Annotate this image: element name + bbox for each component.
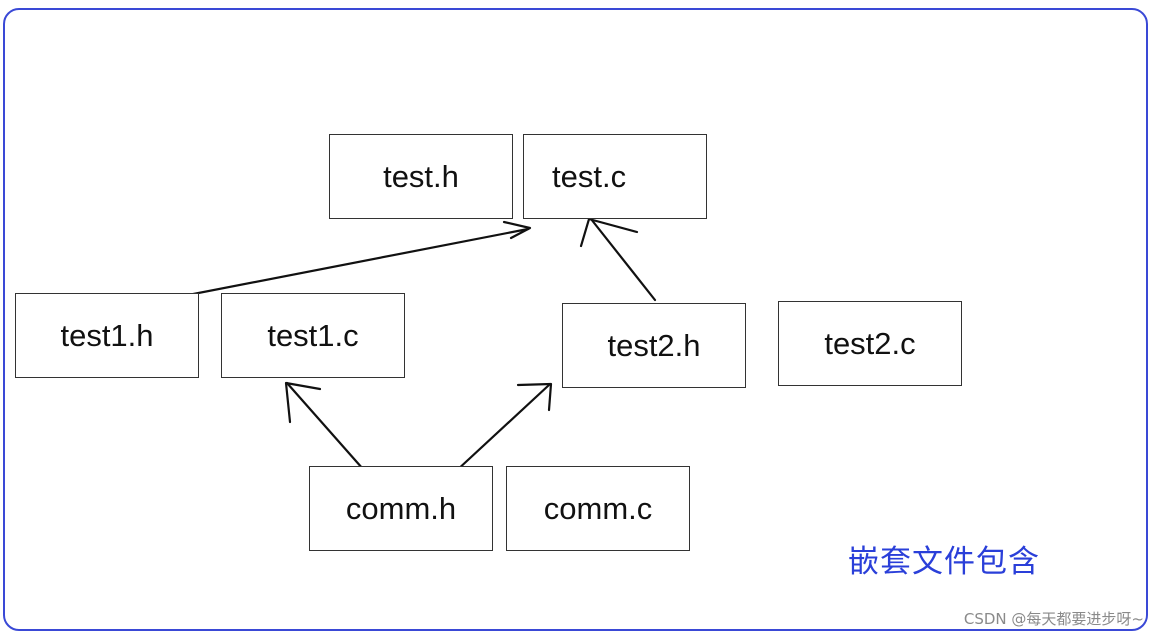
file-box-test2-h: test2.h (562, 303, 746, 388)
file-label: test1.h (60, 317, 154, 353)
file-label: test2.h (607, 327, 701, 363)
file-box-comm-c: comm.c (506, 466, 690, 551)
file-label: test.c (552, 158, 627, 194)
file-box-test1-c: test1.c (221, 293, 405, 378)
watermark-text: CSDN @每天都要进步呀~ (963, 610, 1144, 628)
file-label: comm.h (345, 490, 457, 526)
file-box-test1-h: test1.h (15, 293, 199, 378)
file-box-test2-c: test2.c (778, 301, 962, 386)
file-label: test.h (383, 158, 459, 194)
file-box-test-c: test.c (523, 134, 707, 219)
file-box-comm-h: comm.h (309, 466, 493, 551)
diagram-caption: 嵌套文件包含 (848, 544, 1040, 580)
file-label: test1.c (267, 317, 359, 353)
file-label: test2.c (824, 325, 916, 361)
file-box-test-h: test.h (329, 134, 513, 219)
file-label: comm.c (543, 490, 653, 526)
